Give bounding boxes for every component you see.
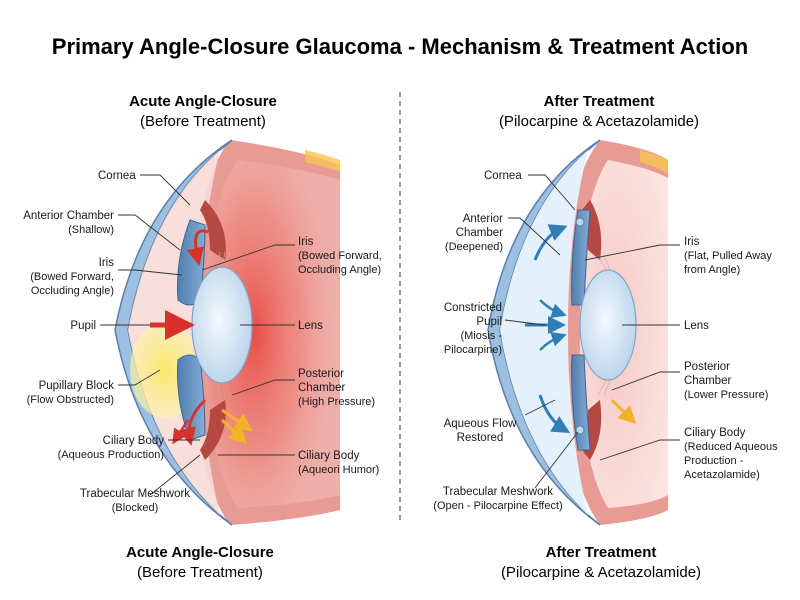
right-label-constricted-pupil-note2: Pilocarpine) [444,344,502,356]
right-fat-layer [640,150,668,174]
right-label-posterior-chamber: Posterior [684,361,730,373]
left-ciliary-body-bottom [200,400,226,460]
left-eye-illustration [114,139,340,526]
left-panel-subheading: (Before Treatment) [140,113,266,130]
left-label-iris-note2: Occluding Angle) [31,285,114,297]
right-label-trabecular: Trabecular Meshwork [443,486,553,498]
right-label-ciliary-body-note2: Production - [684,455,744,467]
right-label-iris: Iris [684,236,700,248]
right-label-constricted-pupil-note1: (Miosis - [460,330,502,342]
right-label-constricted-pupil: Constricted [444,302,502,314]
right-label-anterior-chamber2: Chamber [456,227,503,239]
right-eye-illustration [487,139,668,526]
right-label-anterior-chamber: Anterior [463,213,503,225]
left-panel-footer-subheading: (Before Treatment) [137,564,263,581]
left-iris-pressure-arrow-bottom [178,398,207,446]
right-label-aqueous-flow2: Restored [457,432,504,444]
left-label-ciliary-body-right-note: (Aqueori Humor) [298,464,379,476]
left-label-trabecular-note: (Blocked) [112,502,158,514]
left-iris-pressure-arrow-top [186,229,209,266]
left-label-iris-right: Iris [298,236,314,248]
left-leader-lines [100,174,295,496]
left-aqueous-arrow-1 [221,408,253,432]
right-trabecular-top [575,217,585,227]
left-label-trabecular: Trabecular Meshwork [80,488,190,500]
right-flow-arrow-1 [533,224,568,261]
right-label-constricted-pupil2: Pupil [476,316,502,328]
right-label-aqueous-flow: Aqueous Flow [444,418,518,430]
right-flow-arrow-5 [538,394,571,434]
left-label-lens: Lens [298,320,323,332]
right-label-ciliary-body-note3: Acetazolamide) [684,469,760,481]
right-leader-lines [504,174,680,489]
left-label-iris-note1: (Bowed Forward, [30,271,114,283]
right-label-ciliary-body-note1: (Reduced Aqueous [684,441,778,453]
left-zonules [217,251,231,399]
left-label-anterior-chamber: Anterior Chamber [23,210,114,222]
left-label-ciliary-body-right: Ciliary Body [298,450,360,462]
diagram-title: Primary Angle-Closure Glaucoma - Mechani… [52,34,748,59]
left-panel-footer-heading: Acute Angle-Closure [126,544,274,561]
left-fat-layer [305,150,340,172]
left-block-arrow [172,419,190,445]
left-label-pupillary-block: Pupillary Block [39,380,115,392]
right-label-posterior-chamber2: Chamber [684,375,731,387]
left-label-posterior-chamber2: Chamber [298,382,345,394]
right-panel-footer-heading: After Treatment [546,544,657,561]
left-label-ciliary-body: Ciliary Body [103,435,165,447]
left-label-anterior-chamber-note: (Shallow) [68,224,114,236]
left-iris-lower [177,354,206,441]
right-flow-arrow-4 [539,332,567,351]
right-label-posterior-chamber-note: (Lower Pressure) [684,389,768,401]
right-label-ciliary-body: Ciliary Body [684,427,746,439]
left-aqueous-arrow-2 [220,418,248,445]
left-label-cornea: Cornea [98,170,136,182]
right-label-iris-note2: from Angle) [684,264,740,276]
left-panel-heading: Acute Angle-Closure [129,93,277,110]
right-panel-footer-subheading: (Pilocarpine & Acetazolamide) [501,564,701,581]
right-label-anterior-chamber-note: (Deepened) [445,241,503,253]
right-label-cornea: Cornea [484,170,522,182]
left-label-ciliary-body-note: (Aqueous Production) [58,449,164,461]
right-label-trabecular-note: (Open - Pilocarpine Effect) [433,500,562,512]
right-panel-heading: After Treatment [544,93,655,110]
right-flow-arrow-3 [539,299,567,318]
left-label-iris-right-note2: Occluding Angle) [298,264,381,276]
left-label-iris: Iris [99,257,115,269]
left-label-iris-right-note1: (Bowed Forward, [298,250,382,262]
left-ciliary-body-top [200,200,226,260]
right-label-lens: Lens [684,320,709,332]
left-label-pupil: Pupil [70,320,96,332]
left-label-posterior-chamber: Posterior [298,368,344,380]
right-panel-subheading: (Pilocarpine & Acetazolamide) [499,113,699,130]
left-label-pupillary-block-note: (Flow Obstructed) [27,394,114,406]
left-label-posterior-chamber-note: (High Pressure) [298,396,375,408]
right-aqueous-arrow [610,398,637,425]
right-label-iris-note1: (Flat, Pulled Away [684,250,772,262]
